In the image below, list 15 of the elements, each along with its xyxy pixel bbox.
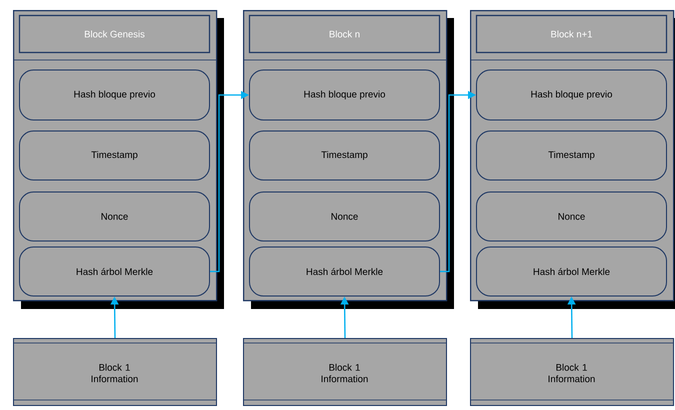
field-pill: Timestamp	[249, 130, 440, 180]
field-pill: Timestamp	[476, 130, 667, 180]
info-box: Block 1 Information	[470, 338, 674, 406]
field-pill: Hash árbol Merkle	[249, 246, 440, 296]
field-pill: Nonce	[249, 192, 440, 242]
field-pill: Timestamp	[19, 130, 210, 180]
field-pill: Hash árbol Merkle	[19, 246, 210, 296]
info-box: Block 1 Information	[12, 338, 217, 406]
field-pill: Hash bloque previo	[249, 70, 440, 120]
info-box: Block 1 Information	[242, 338, 447, 406]
field-pill: Nonce	[19, 192, 210, 242]
field-pill: Hash árbol Merkle	[476, 246, 667, 296]
field-pill: Nonce	[476, 192, 667, 242]
field-pill: Hash bloque previo	[476, 70, 667, 120]
field-pill: Hash bloque previo	[19, 70, 210, 120]
